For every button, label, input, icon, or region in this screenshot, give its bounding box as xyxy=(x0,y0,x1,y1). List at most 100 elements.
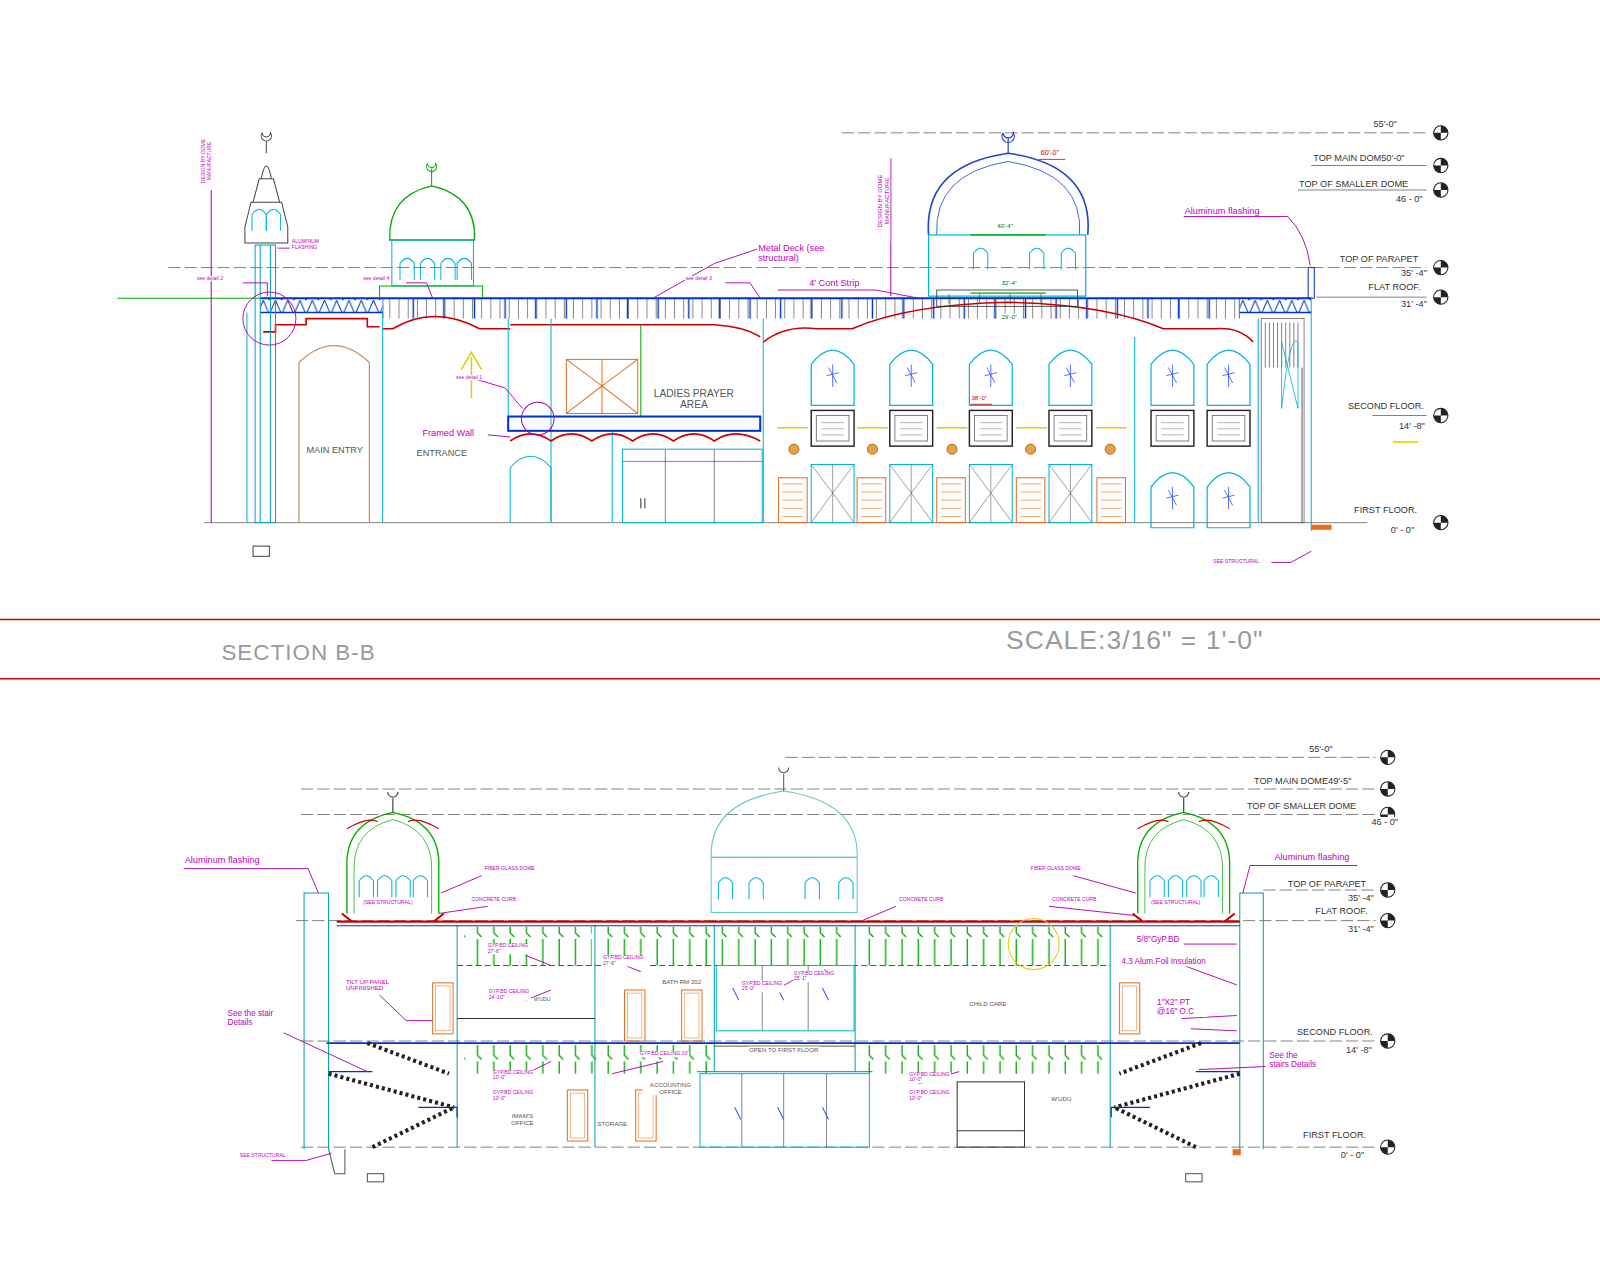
wall xyxy=(508,319,509,417)
hall-window xyxy=(890,410,933,446)
dimension-label: 60'-0" xyxy=(1040,150,1060,158)
leader-line xyxy=(243,292,296,345)
note-label: CONCRETE CURB xyxy=(898,897,944,903)
note-label: 5/8"GyP.BD xyxy=(1136,935,1181,944)
design-limit-line xyxy=(211,133,212,523)
grid-line xyxy=(117,298,260,299)
main-dome xyxy=(937,290,1078,306)
frieze-line xyxy=(778,427,809,429)
level-marker xyxy=(1434,408,1448,422)
detail-reference: see detail 4 xyxy=(362,276,390,282)
note-label: (SEE STRUCTURAL) xyxy=(1150,900,1201,906)
frieze-line xyxy=(1393,441,1419,443)
small-dome xyxy=(1150,876,1164,897)
wall xyxy=(304,893,1263,1149)
small-dome xyxy=(1138,820,1230,829)
level-line xyxy=(296,920,1376,921)
level-elevation: 35' -4" xyxy=(1400,268,1428,278)
frieze-line xyxy=(937,427,968,429)
wall xyxy=(1258,319,1259,523)
roof-structure xyxy=(260,312,382,314)
hall-window xyxy=(1097,478,1126,523)
main-dome xyxy=(718,878,732,899)
wall xyxy=(640,325,641,417)
small-dome xyxy=(342,792,1235,922)
room-name: IMAM'S OFFICE xyxy=(500,1114,545,1127)
level-marker xyxy=(1381,750,1395,764)
level-marker xyxy=(1434,516,1448,530)
level-name: FLAT ROOF. xyxy=(1314,906,1368,916)
wall xyxy=(714,925,715,1072)
wall xyxy=(457,1018,595,1019)
level-marker xyxy=(1381,1140,1395,1154)
wall xyxy=(1240,893,1263,1149)
detail-reference: see detail 3 xyxy=(685,276,713,282)
leader-line xyxy=(1049,906,1135,915)
footing xyxy=(1233,1149,1241,1155)
roof-structure xyxy=(383,298,1240,318)
main-dome xyxy=(1008,138,1009,153)
glass-door xyxy=(622,449,762,522)
leader-line xyxy=(243,217,1311,563)
ceiling-note: GYP.BD CEILING 10'-0" xyxy=(908,1090,951,1101)
leader-line xyxy=(488,435,510,437)
level-marker xyxy=(1434,290,1448,304)
frieze-line xyxy=(1096,427,1127,429)
ceiling-line xyxy=(383,317,511,329)
small-dome xyxy=(1187,876,1201,897)
note-label: 4' Cont Strip xyxy=(808,278,860,288)
ornament xyxy=(1105,444,1115,454)
wall xyxy=(612,431,613,523)
stair xyxy=(367,1043,449,1074)
leader-line xyxy=(862,906,896,920)
small-dome xyxy=(413,876,427,897)
room-name: W'UDU xyxy=(1050,1096,1072,1103)
dimension-label: 40'-4" xyxy=(996,222,1014,229)
roof-structure xyxy=(1308,268,1314,299)
level-marker xyxy=(1434,260,1448,274)
ceiling-note: GYP.BD CEILING 10'-0" xyxy=(908,1072,951,1083)
small-dome xyxy=(378,876,392,897)
wall xyxy=(246,312,247,522)
level-name: TOP OF SMALLER DOME xyxy=(1246,801,1357,811)
level-elevation: 14' -8" xyxy=(1398,420,1426,430)
level-elevation: 0' - 0" xyxy=(1390,525,1415,535)
note-label: TILT UP PANEL UNFINISHED xyxy=(345,979,410,992)
room-name: CHILD CARE xyxy=(968,1001,1007,1008)
footing xyxy=(329,1149,1241,1182)
note-label: CONCRETE CURB xyxy=(470,897,516,903)
level-line xyxy=(168,267,1426,268)
level-line xyxy=(301,788,1375,789)
level-elevation: 31' -4" xyxy=(1400,299,1428,309)
footing xyxy=(329,1149,345,1173)
note-label: DESIGN BY DOME MANUFACTURE xyxy=(877,159,890,243)
hall-window xyxy=(1151,350,1194,405)
room-name: BATH RM 202 xyxy=(660,978,703,985)
roof-structure xyxy=(260,298,382,312)
stair xyxy=(372,1107,454,1147)
roof-line xyxy=(337,922,1240,926)
level-elevation: 35' -4" xyxy=(1347,893,1375,903)
ornament xyxy=(1026,444,1036,454)
main-dome xyxy=(805,878,819,899)
note-label: See the stair Details xyxy=(227,1010,282,1028)
ceiling-note: GYP.BD CEILING 25'-1" xyxy=(793,971,838,982)
roof-structure xyxy=(260,268,1314,319)
stair-section xyxy=(1261,319,1304,523)
ceiling-hanger xyxy=(464,927,1107,1074)
separator-line xyxy=(0,619,1600,621)
small-dome xyxy=(427,163,437,171)
stair xyxy=(1111,1072,1240,1118)
level-elevation: 0' - 0" xyxy=(1340,1150,1365,1160)
level-line xyxy=(296,757,1376,1147)
stair-section xyxy=(1282,341,1298,409)
separator-line xyxy=(0,620,1600,679)
level-line xyxy=(1298,190,1427,191)
dimension-label: 38'-0" xyxy=(970,395,988,402)
glass-door xyxy=(716,966,854,1031)
door xyxy=(682,990,702,1041)
leader-line xyxy=(1199,1067,1265,1070)
leader-line xyxy=(726,283,761,298)
small-dome xyxy=(392,798,393,812)
